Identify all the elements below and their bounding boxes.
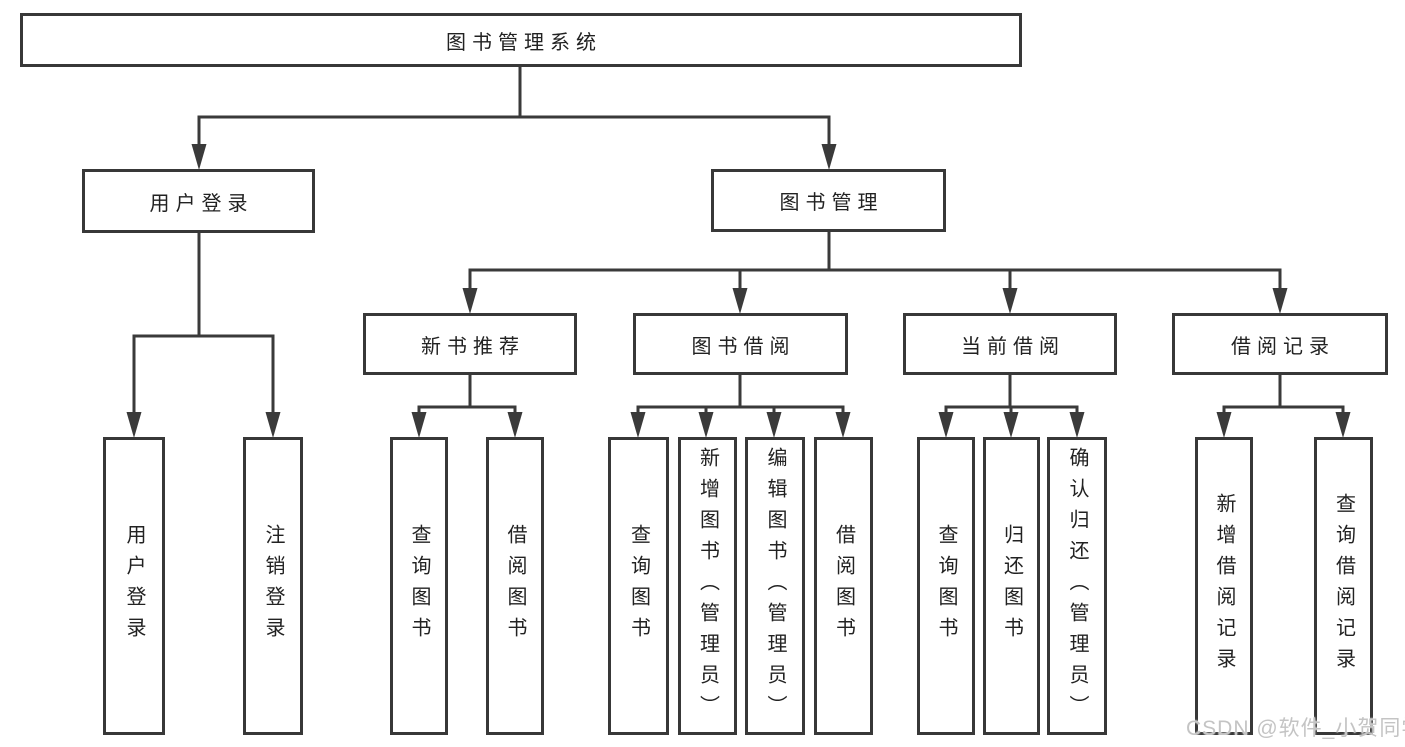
node-borrow-records-label: 借阅记录 [1231, 335, 1335, 358]
leaf-add-borrow-record-label: 新增借阅记录 [1213, 493, 1235, 679]
node-current-borrow-label: 当前借阅 [961, 335, 1065, 358]
node-user-login-label: 用户登录 [149, 192, 254, 215]
node-new-book-recommend: 新书推荐 [363, 313, 577, 375]
leaf-borrow-borrow-books-label: 借阅图书 [832, 524, 855, 648]
leaf-recommend-query-books-label: 查询图书 [408, 524, 430, 648]
leaf-query-borrow-record-label: 查询借阅记录 [1332, 493, 1355, 679]
leaf-add-book-admin-label: 新增图书（管理员） [696, 446, 719, 726]
leaf-recommend-borrow-books-label: 借阅图书 [504, 524, 526, 648]
leaf-recommend-query-books: 查询图书 [390, 437, 448, 735]
csdn-watermark: CSDN @软件_小贺同学 [1186, 717, 1405, 740]
node-current-borrow: 当前借阅 [903, 313, 1117, 375]
leaf-user-login-label: 用户登录 [123, 524, 145, 648]
leaf-recommend-borrow-books: 借阅图书 [486, 437, 544, 735]
leaf-borrow-query-books: 查询图书 [608, 437, 669, 735]
node-new-book-recommend-label: 新书推荐 [421, 335, 525, 358]
leaf-logout-label: 注销登录 [262, 524, 284, 648]
leaf-return-book: 归还图书 [983, 437, 1040, 735]
leaf-edit-book-admin: 编辑图书（管理员） [745, 437, 805, 735]
leaf-confirm-return-admin-label: 确认归还（管理员） [1066, 446, 1088, 726]
leaf-borrow-query-books-label: 查询图书 [627, 524, 650, 648]
leaf-logout: 注销登录 [243, 437, 303, 735]
node-book-borrow: 图书借阅 [633, 313, 848, 375]
leaf-query-borrow-record: 查询借阅记录 [1314, 437, 1373, 735]
node-library-system-label: 图书管理系统 [446, 31, 602, 54]
leaf-add-borrow-record: 新增借阅记录 [1195, 437, 1253, 735]
node-book-borrow-label: 图书借阅 [691, 335, 796, 358]
leaf-return-book-label: 归还图书 [1000, 524, 1023, 648]
leaf-user-login: 用户登录 [103, 437, 165, 735]
node-library-system: 图书管理系统 [20, 13, 1022, 67]
node-borrow-records: 借阅记录 [1172, 313, 1388, 375]
leaf-confirm-return-admin: 确认归还（管理员） [1047, 437, 1107, 735]
leaf-edit-book-admin-label: 编辑图书（管理员） [764, 446, 786, 726]
leaf-current-query-books: 查询图书 [917, 437, 975, 735]
leaf-current-query-books-label: 查询图书 [935, 524, 957, 648]
leaf-add-book-admin: 新增图书（管理员） [678, 437, 737, 735]
leaf-borrow-borrow-books: 借阅图书 [814, 437, 873, 735]
node-book-management-label: 图书管理 [779, 192, 884, 214]
node-book-management: 图书管理 [711, 169, 946, 232]
node-user-login: 用户登录 [82, 169, 315, 233]
